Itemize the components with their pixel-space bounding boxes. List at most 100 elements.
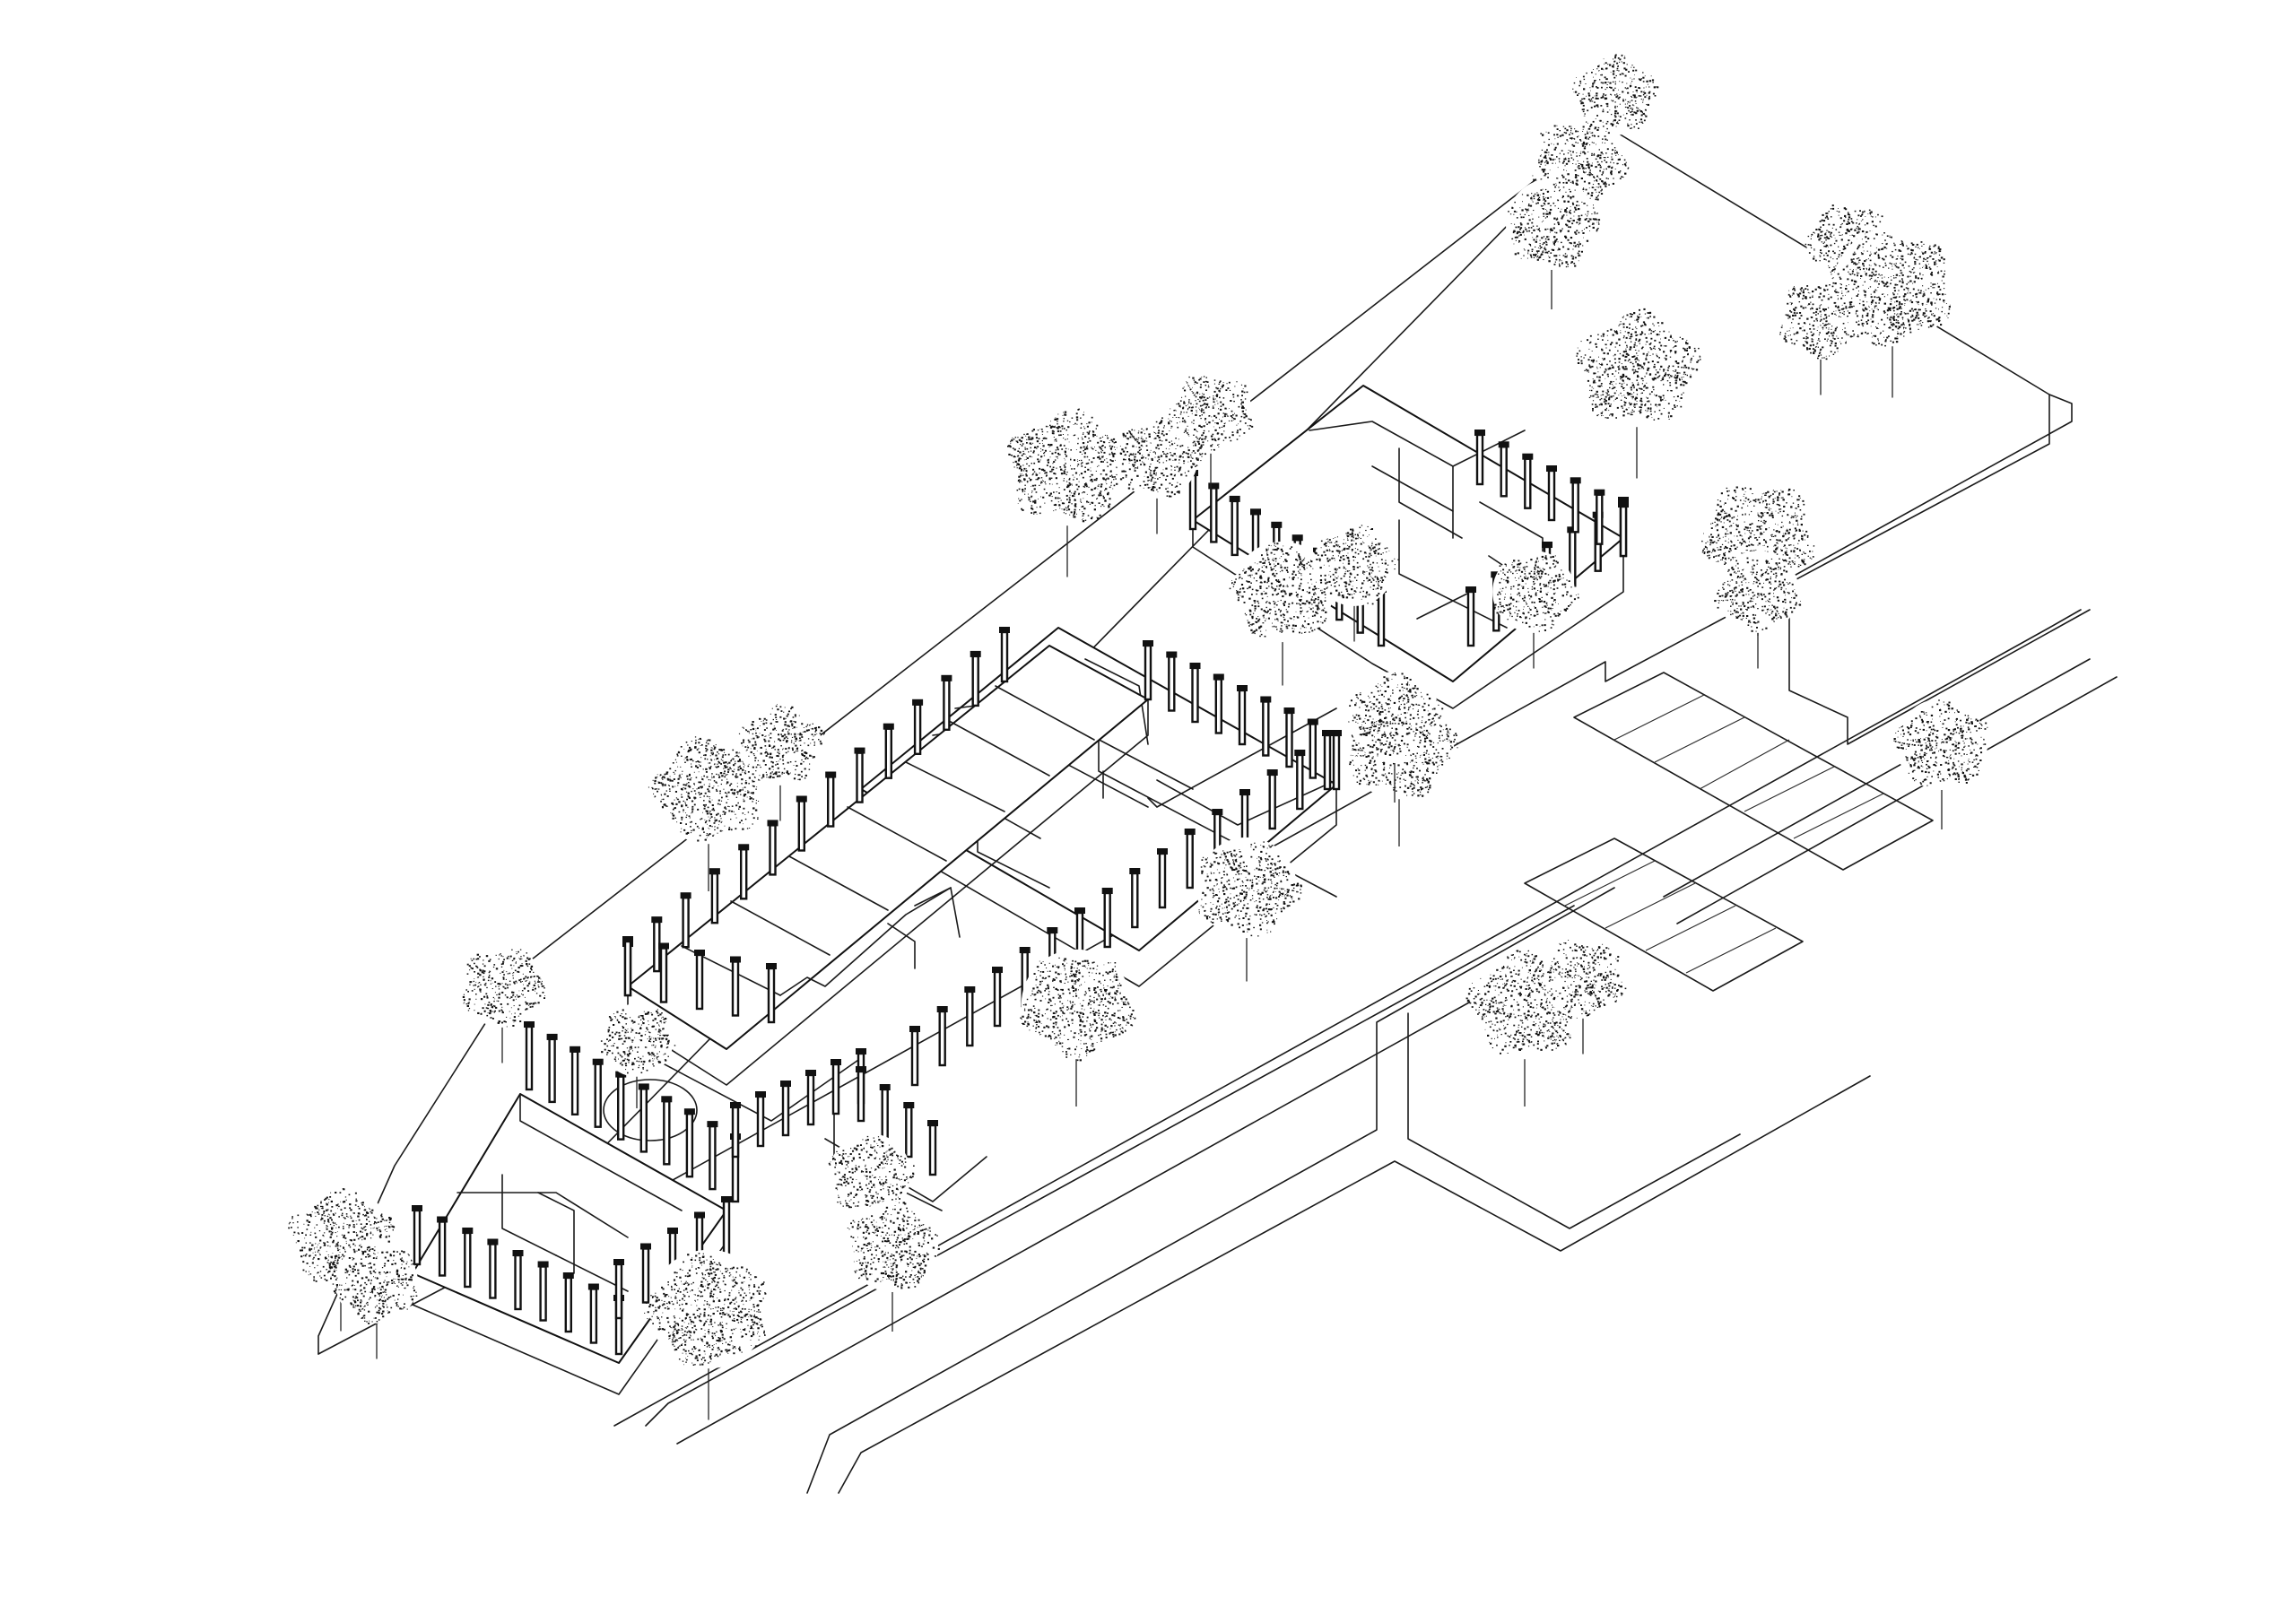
column-post (1498, 441, 1509, 498)
tree (1572, 53, 1659, 171)
column-post (766, 963, 777, 1024)
tree (1576, 308, 1701, 479)
column-post (1465, 586, 1476, 647)
column-post (1129, 868, 1141, 929)
column-post (1157, 848, 1168, 909)
column-post (730, 956, 741, 1017)
tree (1714, 551, 1802, 669)
column-post (883, 723, 894, 779)
tree (1313, 524, 1399, 642)
column-post (805, 1070, 816, 1126)
tree (600, 1003, 676, 1108)
column-post (640, 1243, 651, 1304)
tree (1893, 699, 1988, 829)
column-post (683, 1108, 695, 1178)
column-post (615, 1071, 627, 1141)
tree (1229, 541, 1335, 686)
tree (1506, 178, 1601, 309)
column-post (1474, 430, 1485, 486)
parking-lot-lower (1524, 838, 1804, 992)
column-post (707, 1121, 718, 1191)
column-post (1546, 465, 1557, 522)
tree (1007, 406, 1132, 577)
column-post (412, 1205, 422, 1266)
column-post (831, 1059, 841, 1115)
tree (1539, 936, 1627, 1055)
column-post (1570, 477, 1581, 534)
column-post (658, 942, 669, 1003)
column-post (796, 795, 807, 852)
tree (1020, 949, 1136, 1107)
column-post (912, 699, 924, 755)
column-post (970, 650, 981, 707)
column-post (512, 1250, 524, 1311)
column-post (1229, 495, 1240, 557)
colonnade (412, 430, 1629, 1356)
column-post (1618, 501, 1629, 558)
column-post (1143, 640, 1153, 701)
column-post (638, 1083, 649, 1153)
column-post (780, 1081, 791, 1137)
column-post (1294, 750, 1306, 811)
column-post (1260, 696, 1272, 757)
column-post (879, 1084, 891, 1141)
column-post (909, 1026, 920, 1087)
column-post (992, 967, 1003, 1028)
column-post (437, 1216, 448, 1277)
tree (1168, 371, 1254, 490)
column-post (524, 1021, 535, 1091)
column-post (1322, 730, 1333, 791)
tree (644, 1249, 769, 1420)
tree (1829, 227, 1952, 398)
column-post (927, 1120, 938, 1176)
tree (1779, 277, 1864, 395)
column-post (755, 1091, 766, 1148)
column-post (570, 1046, 581, 1116)
tree (332, 1241, 418, 1359)
road (613, 609, 2118, 1494)
tree (847, 1201, 940, 1332)
column-post (1266, 769, 1278, 830)
column-post (999, 627, 1010, 683)
column-post (854, 747, 865, 803)
tree (1349, 672, 1444, 803)
column-post (562, 1272, 574, 1333)
column-post (487, 1238, 499, 1299)
column-post (1213, 673, 1224, 734)
parking-lot-upper (1573, 672, 1934, 871)
tree (1196, 837, 1302, 982)
column-post (680, 892, 691, 949)
column-post (1594, 489, 1605, 545)
column-post (546, 1033, 558, 1104)
column-post (622, 936, 633, 997)
column-post (592, 1058, 604, 1128)
column-post (1307, 718, 1318, 779)
column-post (587, 1283, 599, 1344)
tree (1492, 551, 1579, 669)
column-post (825, 771, 837, 828)
column-post (1331, 730, 1342, 791)
column-post (730, 1102, 741, 1159)
column-post (738, 844, 750, 900)
tree (738, 703, 825, 821)
column-post (1208, 482, 1220, 543)
column-post (936, 1006, 948, 1067)
column-post (661, 1096, 673, 1166)
column-post (1101, 888, 1113, 949)
tree (461, 945, 545, 1063)
column-post (537, 1261, 549, 1322)
column-post (964, 986, 976, 1047)
column-post (709, 868, 720, 924)
column-post (1237, 685, 1248, 746)
column-post (462, 1228, 474, 1289)
column-post (613, 1259, 624, 1320)
column-post (767, 820, 778, 876)
column-post (856, 1066, 866, 1123)
column-post (1283, 707, 1295, 768)
column-post (694, 950, 705, 1011)
tree (828, 1133, 915, 1252)
column-post (1166, 651, 1178, 712)
column-post (1522, 453, 1534, 509)
trees (288, 53, 1988, 1420)
